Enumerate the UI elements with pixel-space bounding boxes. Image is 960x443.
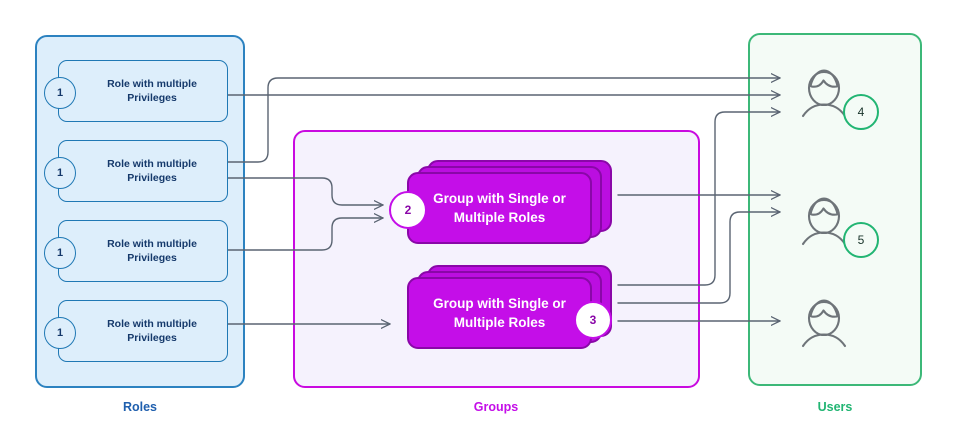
role-label: Role with multiple Privileges [107,78,197,104]
groups-panel-label: Groups [473,400,519,414]
group-badge: 3 [574,301,612,339]
user-badge: 5 [843,222,879,258]
role-card[interactable]: 1 Role with multiple Privileges [44,60,228,122]
role-badge: 1 [44,157,76,189]
group-label: Group with Single or Multiple Roles [433,191,566,225]
roles-panel-label: Roles [122,400,158,414]
group-card-front-layer[interactable]: Group with Single or Multiple Roles [407,172,592,244]
user-icon [801,299,847,348]
role-card[interactable]: 1 Role with multiple Privileges [44,140,228,202]
role-badge: 1 [44,237,76,269]
role-badge: 1 [44,317,76,349]
group-card-stack[interactable]: Group with Single or Multiple Roles 3 [405,265,615,351]
group-card-front-layer[interactable]: Group with Single or Multiple Roles [407,277,592,349]
role-card[interactable]: 1 Role with multiple Privileges [44,300,228,362]
role-card[interactable]: 1 Role with multiple Privileges [44,220,228,282]
role-badge: 1 [44,77,76,109]
user-icon [801,69,847,118]
user-icon [801,197,847,246]
user-node[interactable]: 5 [793,190,913,258]
role-label: Role with multiple Privileges [107,158,197,184]
users-panel-label: Users [817,400,853,414]
user-node[interactable] [793,292,913,358]
user-badge: 4 [843,94,879,130]
group-label: Group with Single or Multiple Roles [433,296,566,330]
group-card-stack[interactable]: Group with Single or Multiple Roles 2 [389,160,615,246]
group-badge: 2 [389,191,427,229]
user-node[interactable]: 4 [793,62,913,130]
role-label: Role with multiple Privileges [107,238,197,264]
role-label: Role with multiple Privileges [107,318,197,344]
